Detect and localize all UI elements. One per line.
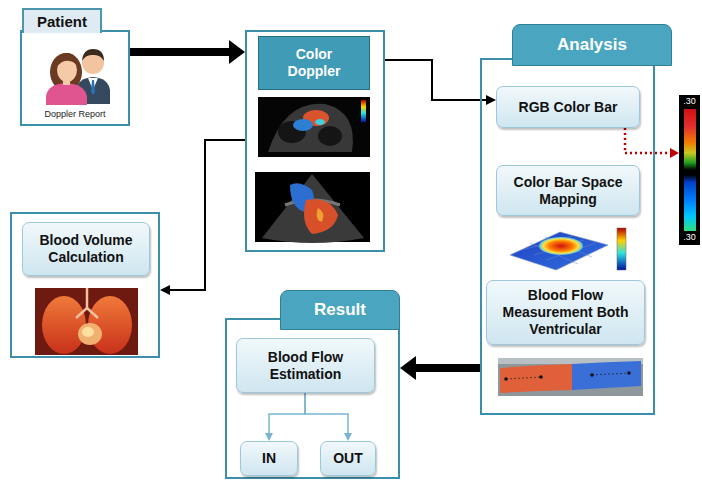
process-box: RGB Color Bar xyxy=(496,86,640,128)
box-label: OUT xyxy=(333,450,363,467)
tab-shape: Analysis xyxy=(512,24,672,66)
tab-shape: Patient xyxy=(22,8,102,33)
surface-plot xyxy=(510,228,626,270)
box-label: Color Bar Space Mapping xyxy=(505,174,631,208)
color-scale: .30 .30 xyxy=(679,95,700,245)
flow-arrow xyxy=(416,364,480,372)
panel-title: Blood Volume Calculation xyxy=(31,232,141,266)
heading-box: Color Doppler xyxy=(258,36,370,90)
scale-value: .30 xyxy=(683,97,696,107)
panel-title: Result xyxy=(314,300,366,320)
flow-arrow xyxy=(170,140,245,290)
scale-value: .30 xyxy=(683,233,696,243)
output-box: OUT xyxy=(320,441,376,476)
echo-image xyxy=(258,97,370,157)
echo-image xyxy=(255,172,370,243)
flow-arrow xyxy=(385,60,486,100)
panel-title: Patient xyxy=(37,13,87,31)
vessel-image xyxy=(498,358,643,396)
process-box: Blood Flow Measurement Both Ventricular xyxy=(486,280,645,345)
caption: Doppler Report xyxy=(44,109,105,120)
patient-icon xyxy=(46,49,110,105)
output-box: IN xyxy=(240,441,298,476)
flow-arrow xyxy=(625,128,670,153)
result-panel: ResultBlood Flow EstimationINOUT xyxy=(225,318,400,479)
volume-panel: Blood Volume Calculation xyxy=(10,212,160,358)
process-box: Color Bar Space Mapping xyxy=(496,165,640,216)
flow-arrow xyxy=(269,393,305,433)
flow-arrow xyxy=(130,48,229,56)
patient-panel: PatientDoppler Report xyxy=(20,30,130,126)
box-label: Blood Flow Measurement Both Ventricular xyxy=(495,287,636,337)
process-box: Blood Flow Estimation xyxy=(236,338,375,393)
panel-title: Analysis xyxy=(557,35,627,55)
color-gradient xyxy=(684,109,696,231)
tab-shape: Result xyxy=(280,290,400,330)
heading-box: Blood Volume Calculation xyxy=(22,222,150,276)
doppler-panel: Color Doppler xyxy=(245,30,385,252)
caption-area: Doppler Report xyxy=(20,106,130,122)
box-label: Blood Flow Estimation xyxy=(245,349,366,383)
box-label: IN xyxy=(262,450,276,467)
analysis-panel: AnalysisRGB Color BarColor Bar Space Map… xyxy=(480,58,655,415)
lungs-image xyxy=(35,288,138,355)
box-label: RGB Color Bar xyxy=(519,99,618,116)
panel-title: Color Doppler xyxy=(273,46,355,80)
flow-arrow xyxy=(305,393,348,433)
